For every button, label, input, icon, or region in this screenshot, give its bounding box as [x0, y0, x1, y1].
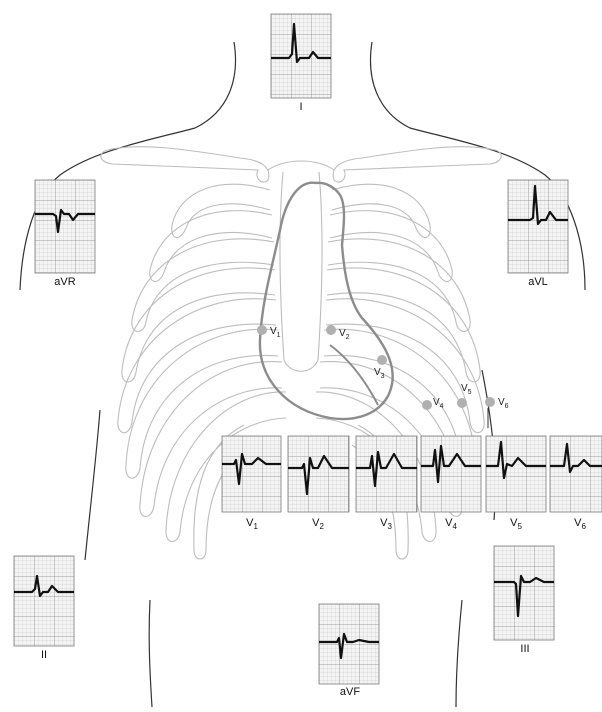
ecg-strip-V3	[356, 436, 417, 512]
lead-label-V6: V6	[550, 517, 602, 531]
ecg-strip-V1	[222, 436, 281, 512]
lead-label-III: III	[495, 643, 555, 655]
ecg-strips	[14, 14, 602, 684]
lead-label-V2: V2	[288, 517, 348, 531]
lead-label-I: I	[271, 101, 331, 113]
ecg-strip-V2	[288, 436, 349, 512]
electrode-label-v1: V1	[270, 326, 281, 339]
clavicles	[101, 147, 501, 182]
electrode-v4	[422, 400, 432, 410]
electrode-label-v2: V2	[339, 328, 350, 341]
lead-label-V3: V3	[356, 517, 416, 531]
electrode-label-v5: V5	[461, 383, 472, 396]
sternum	[280, 172, 322, 371]
ecg-strip-II	[14, 556, 74, 646]
lead-label-aVL: aVL	[508, 276, 568, 288]
lead-label-V1: V1	[222, 517, 282, 531]
lead-label-aVF: aVF	[320, 686, 380, 698]
lead-label-V4: V4	[421, 517, 481, 531]
ecg-strip-III	[494, 546, 554, 640]
ecg-strip-aVR	[35, 180, 95, 273]
electrode-v6	[485, 397, 495, 407]
electrode-label-v3: V3	[374, 367, 385, 380]
electrode-v2	[326, 325, 336, 335]
ecg-strip-aVL	[508, 180, 568, 273]
lead-label-aVR: aVR	[35, 276, 95, 288]
electrode-v5	[457, 398, 467, 408]
electrode-label-v6: V6	[498, 397, 509, 410]
ecg-strip-aVF	[319, 604, 379, 684]
electrode-v1	[257, 325, 267, 335]
ecg-strip-V6	[550, 436, 602, 512]
electrode-v3	[377, 355, 387, 365]
lead-label-II: II	[14, 649, 74, 661]
ecg-strip-I	[271, 14, 331, 98]
ecg-strip-V5	[486, 436, 546, 512]
ecg-strip-V4	[421, 436, 481, 512]
electrode-label-v4: V4	[433, 397, 444, 410]
lead-label-V5: V5	[486, 517, 546, 531]
